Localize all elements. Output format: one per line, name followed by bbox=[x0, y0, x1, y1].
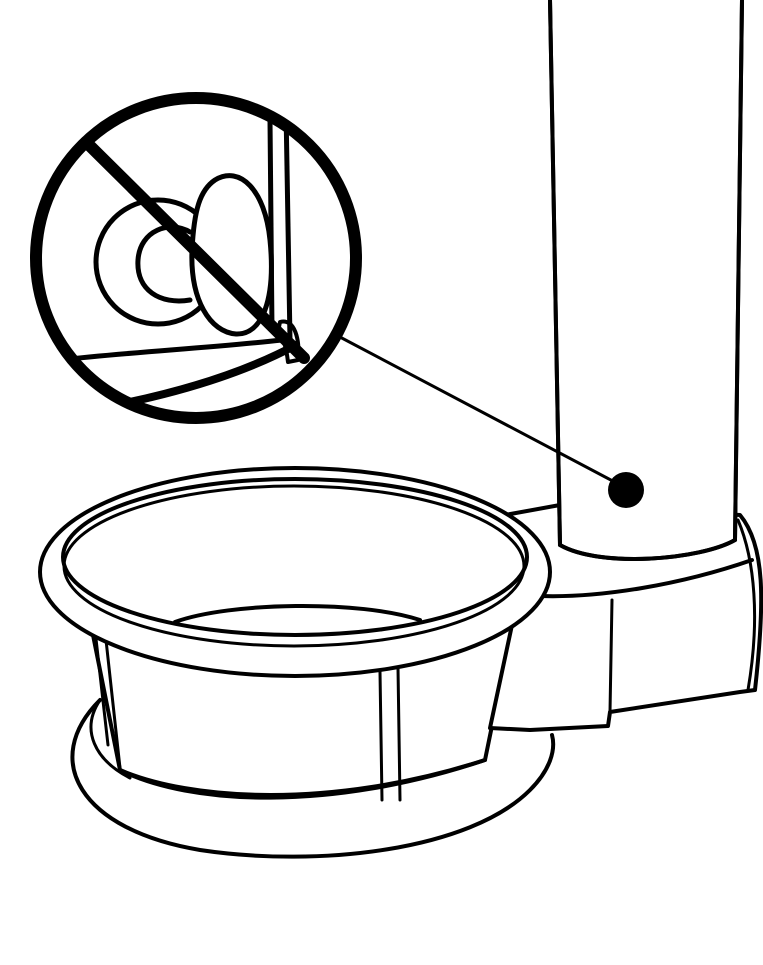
prohibited-detail-callout bbox=[30, 92, 362, 424]
callout-point bbox=[608, 472, 644, 508]
bowl-rim bbox=[38, 466, 552, 678]
callout-leader bbox=[336, 334, 644, 508]
prohibition-ring bbox=[30, 92, 362, 424]
vertical-tube bbox=[548, 0, 744, 561]
prohibition-slash bbox=[80, 136, 310, 364]
bowl-body bbox=[90, 626, 514, 802]
